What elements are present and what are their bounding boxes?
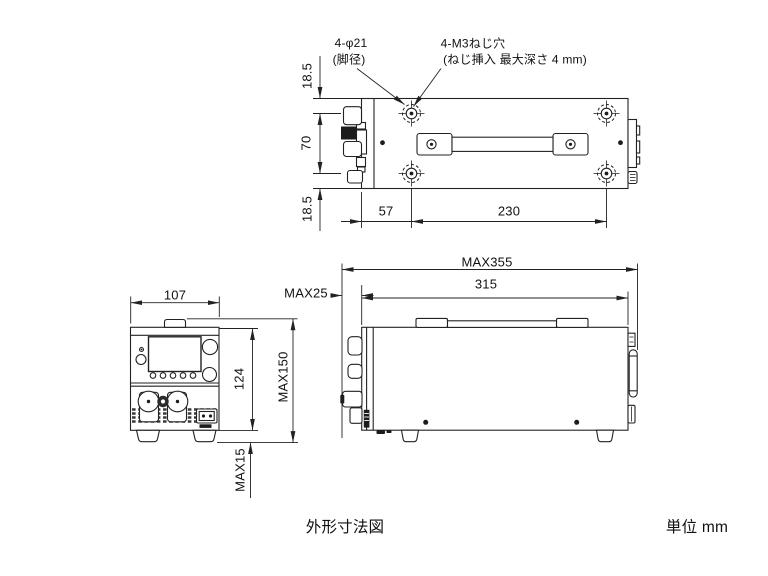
screw-note-line2: (ねじ挿入 最大深さ 4 mm) <box>443 52 587 67</box>
aux-connector <box>195 408 218 424</box>
knob-top <box>342 106 363 126</box>
rear-block-side <box>627 404 636 424</box>
ac-inlet-side <box>627 332 636 347</box>
rotary-knob-upper <box>201 338 219 356</box>
small-knob-top <box>346 169 364 184</box>
screw-leader-line <box>413 68 442 107</box>
screw-note-line1: 4-M3ねじ穴 <box>440 36 506 51</box>
side-view-body <box>361 326 629 431</box>
foot-note-line2: (脚径) <box>332 52 366 67</box>
ac-inlet-top <box>627 118 641 169</box>
led-indicator <box>138 346 145 353</box>
foot-mark <box>593 100 620 127</box>
cord-holder <box>628 349 638 398</box>
dim-max-height: MAX150 <box>275 351 291 403</box>
handle-side <box>415 317 589 328</box>
foot-marks <box>398 100 620 187</box>
dim-bottom-margin: 18.5 <box>299 195 315 223</box>
dim-feet-pitch-depth: 70 <box>298 135 314 151</box>
dim-max-length: MAX355 <box>461 254 513 270</box>
side-view <box>330 263 638 443</box>
dim-body-length: 315 <box>474 276 498 292</box>
front-foot-left <box>135 429 161 443</box>
front-connector-side <box>363 409 370 428</box>
dim-front-to-foot: 57 <box>378 203 394 219</box>
handle-front <box>163 318 187 328</box>
dim-width: 107 <box>163 287 187 303</box>
rotary-knob-lower <box>201 366 218 383</box>
front-foot-right <box>192 429 217 443</box>
handle-top <box>416 132 589 156</box>
power-switch-top <box>341 126 357 140</box>
dim-feet-pitch-length: 230 <box>497 203 521 219</box>
foot-mark <box>398 100 425 127</box>
side-foot-left <box>400 429 420 443</box>
button-row <box>149 372 197 379</box>
foot-leader-line <box>356 68 405 105</box>
display-panel <box>147 336 202 373</box>
foot-mark <box>593 160 620 187</box>
dim-top-margin: 18.5 <box>299 62 315 90</box>
front-view <box>129 296 298 498</box>
top-view <box>313 56 641 231</box>
side-foot-right <box>595 429 615 443</box>
dim-body-height: 124 <box>231 367 247 391</box>
power-button <box>135 353 147 366</box>
dim-foot-height: MAX15 <box>232 448 248 492</box>
dim-front-protrusion: MAX25 <box>284 285 328 301</box>
foot-mark <box>398 160 425 187</box>
terminal-side <box>341 390 363 408</box>
drawing-title: 外形寸法図 <box>305 519 385 536</box>
unit-label: 単位 mm <box>665 519 729 536</box>
output-terminals <box>137 390 189 413</box>
side-view-dimensions <box>330 263 638 438</box>
rear-knob-top <box>627 170 638 185</box>
foot-note-line1: 4-φ21 <box>334 36 368 50</box>
knob-top-2 <box>342 140 363 158</box>
knob-side-upper <box>347 336 363 356</box>
front-view-dimensions <box>130 296 298 498</box>
top-view-dimensions <box>313 56 607 231</box>
knob-side-lower <box>347 363 363 379</box>
